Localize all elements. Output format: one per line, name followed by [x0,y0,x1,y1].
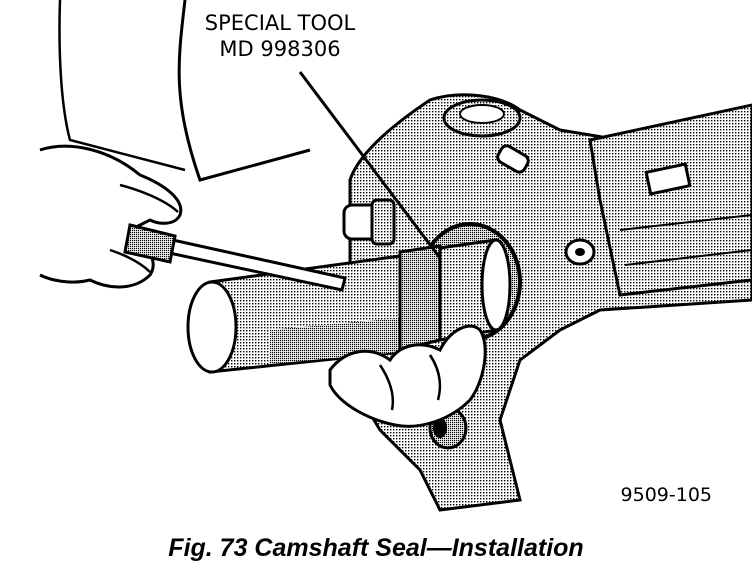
head-bolt-right-center [575,248,585,256]
upper-hand-finger [109,183,179,273]
upper-hand [39,144,183,289]
cap-inner [459,104,505,124]
callout-line-2: MD 998306 [219,37,341,61]
block-bolt-head [433,418,447,438]
head-bolt-left-stud [370,198,396,246]
valve-cover-rib [619,214,752,266]
lower-hand [328,324,487,428]
housing-curve [58,0,186,172]
top-bolt [496,144,530,174]
valve-cover [588,103,752,297]
figure-number: 9509-105 [620,484,712,506]
tool-tip-face [480,238,512,332]
lower-hand-knuckles [378,354,442,411]
figure-caption: Fig. 73 Camshaft Seal—Installation [168,534,584,562]
screwdriver-handle [123,223,177,264]
housing-outline [177,0,311,182]
tool-end-face [186,280,238,374]
callout-leader-line [298,71,442,259]
callout-line-1: SPECIAL TOOL [204,11,356,35]
special-tool-callout: SPECIAL TOOL MD 998306 [170,10,390,62]
tool-collar [398,244,442,352]
cover-boss [644,162,692,196]
